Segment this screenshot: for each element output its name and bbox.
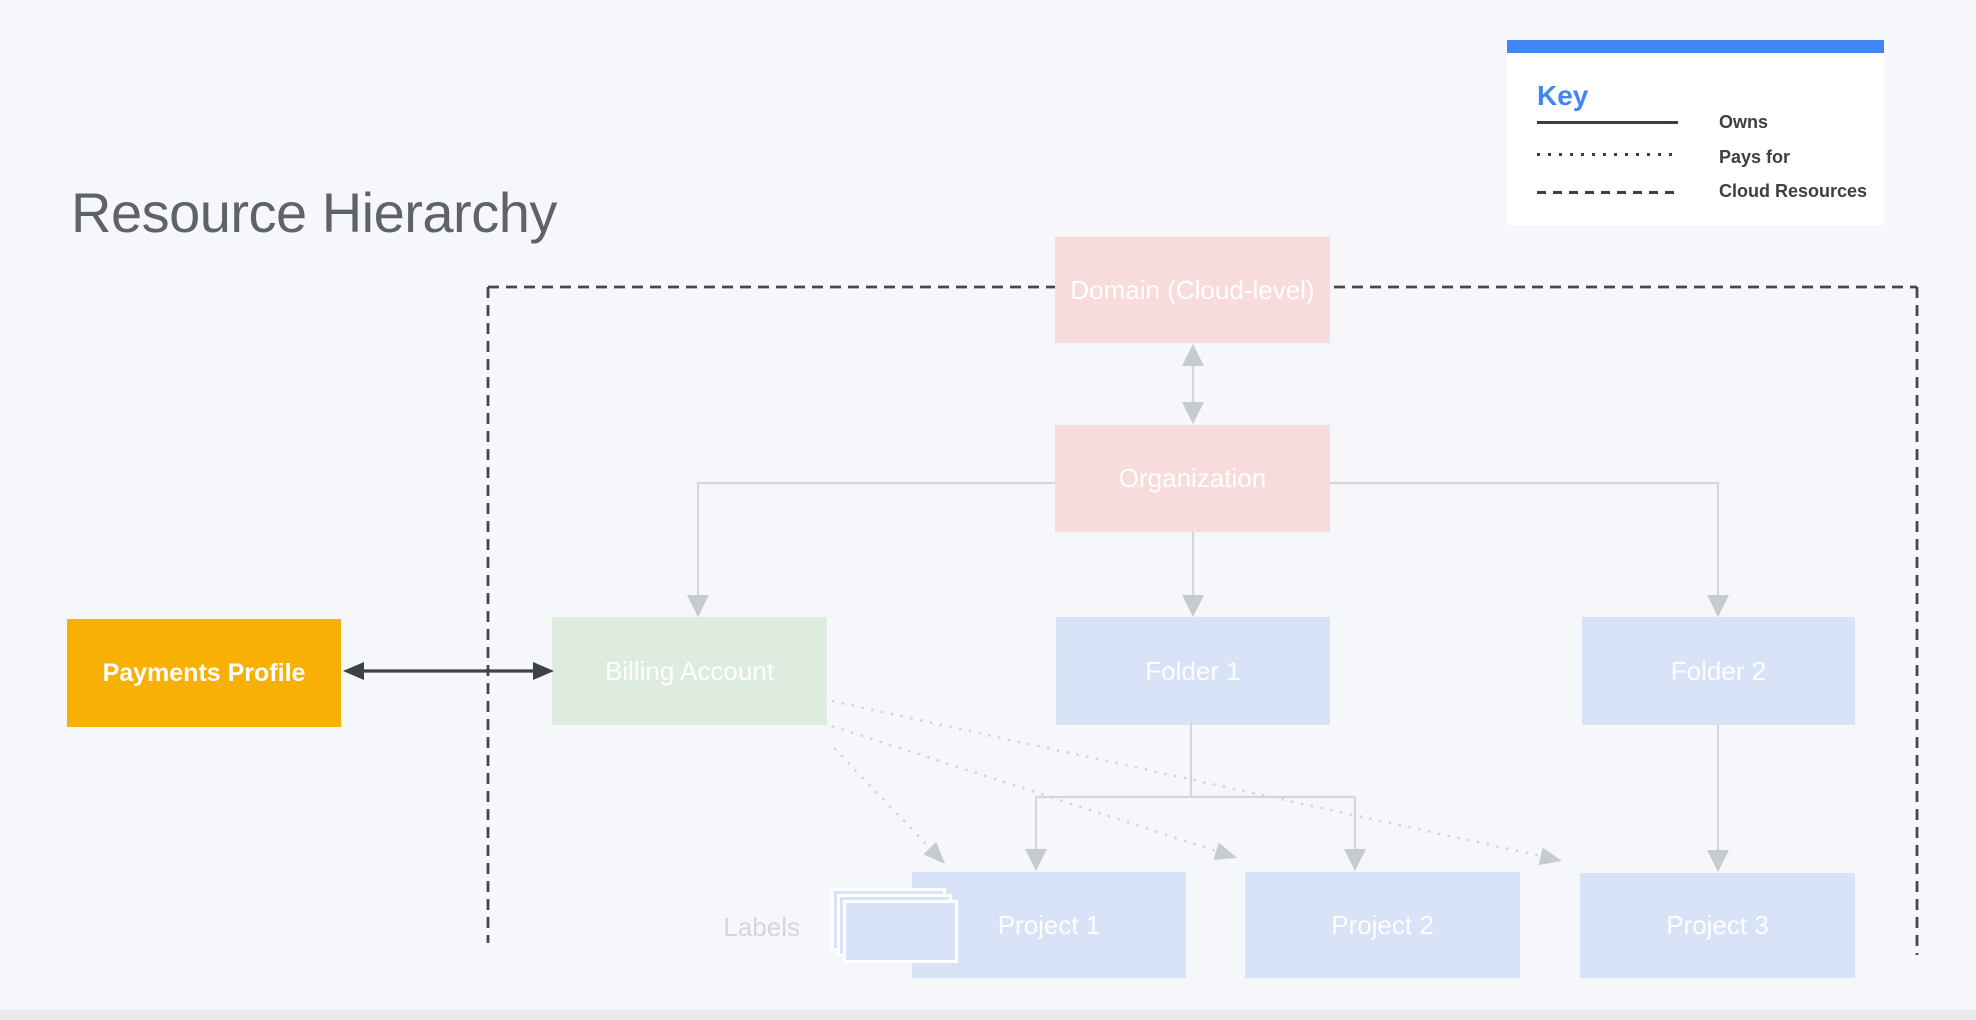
legend-label-owns: Owns — [1719, 112, 1769, 132]
node-payments-profile: Payments Profile — [67, 619, 341, 727]
pays-for-arrowhead-project1 — [923, 841, 945, 864]
legend-box: Key Owns Pays for Cloud Resources — [1507, 40, 1884, 225]
pays-for-arrowhead-project3 — [1538, 847, 1562, 866]
node-folder-1-label: Folder 1 — [1145, 655, 1241, 686]
bottom-edge-strip — [0, 1010, 1976, 1020]
arrowhead-domain-up — [1182, 344, 1204, 366]
arrowhead-project3 — [1707, 850, 1729, 872]
billing-arrowhead-right — [533, 662, 554, 680]
legend-label-pays-for: Pays for — [1719, 147, 1791, 167]
org-to-folder2-line — [1330, 481, 1720, 596]
node-project-3-label: Project 3 — [1666, 910, 1769, 940]
page-title: Resource Hierarchy — [71, 181, 557, 244]
legend-dashed-line-sample — [1537, 191, 1678, 194]
node-folder-2: Folder 2 — [1582, 617, 1855, 725]
node-billing-account-label: Billing Account — [604, 655, 775, 686]
arrowhead-project1 — [1025, 849, 1047, 871]
pays-for-arrowhead-project2 — [1213, 842, 1237, 860]
legend-accent-bar — [1507, 40, 1884, 53]
node-payments-profile-label: Payments Profile — [102, 658, 306, 687]
node-organization-label: Organization — [1118, 463, 1267, 493]
arrowhead-folder2 — [1707, 595, 1729, 617]
payments-billing-double-arrow — [343, 662, 554, 680]
pays-for-line-project2 — [831, 724, 1217, 853]
node-project-1-label: Project 1 — [997, 909, 1101, 940]
folder1-to-projects-line — [1034, 723, 1357, 849]
node-domain: Domain (Cloud-level) — [1055, 237, 1330, 343]
arrowhead-billing — [687, 595, 709, 617]
node-project-2-label: Project 2 — [1331, 909, 1434, 940]
legend-dotted-line-sample — [1537, 153, 1678, 156]
node-project-3: Project 3 — [1580, 873, 1855, 978]
labels-caption: Labels — [723, 912, 800, 942]
arrowhead-project2 — [1344, 849, 1366, 871]
legend-label-cloud-resources: Cloud Resources — [1719, 181, 1868, 201]
arrowhead-organization-down — [1182, 402, 1204, 424]
org-to-billing-line — [696, 481, 1055, 596]
pays-for-line-project1 — [833, 747, 931, 849]
node-billing-account: Billing Account — [552, 617, 827, 725]
node-folder-2-label: Folder 2 — [1670, 655, 1767, 686]
label-card-front — [843, 900, 958, 963]
payments-arrowhead-left — [343, 662, 364, 680]
legend-solid-line-sample — [1537, 121, 1678, 124]
node-organization: Organization — [1055, 425, 1330, 532]
node-project-2: Project 2 — [1245, 872, 1520, 978]
labels-stacked-cards-icon — [831, 888, 962, 964]
arrowhead-folder1 — [1182, 595, 1204, 617]
node-folder-1: Folder 1 — [1056, 617, 1330, 725]
node-domain-label: Domain (Cloud-level) — [1070, 274, 1315, 305]
legend-heading: Key — [1537, 80, 1589, 111]
